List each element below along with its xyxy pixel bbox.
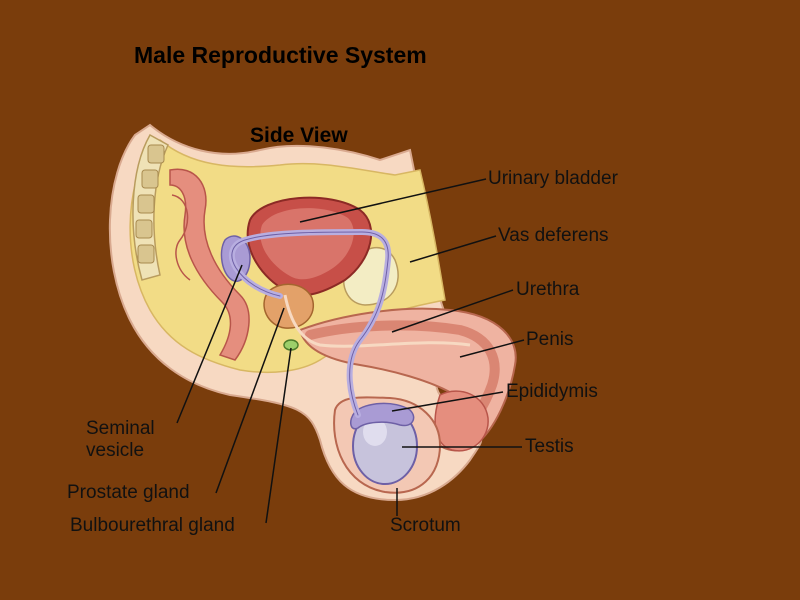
intestine-fold	[171, 194, 191, 281]
label-epididymis: Epididymis	[506, 381, 598, 402]
leader-seminal-vesicle	[176, 264, 243, 424]
label-testis: Testis	[525, 436, 574, 457]
bladder-inner	[260, 208, 354, 280]
label-scrotum: Scrotum	[390, 515, 461, 536]
label-bulbourethral-gland: Bulbourethral gland	[70, 515, 235, 536]
urethra-shape	[283, 294, 471, 348]
leader-urethra	[391, 289, 514, 333]
label-urinary-bladder: Urinary bladder	[488, 168, 618, 189]
vas-deferens-duct-outline	[231, 231, 389, 416]
leader-lines	[176, 178, 525, 524]
leader-penis	[459, 339, 525, 358]
leader-urinary-bladder	[299, 178, 487, 223]
leader-epididymis	[391, 391, 504, 412]
leader-prostate-gland	[215, 307, 285, 494]
testis-highlight	[363, 418, 387, 446]
rectum	[169, 168, 250, 361]
label-prostate-gland: Prostate gland	[67, 482, 190, 503]
leader-bulbourethral-gland	[265, 347, 292, 524]
vertebrae	[135, 144, 165, 264]
label-seminal-vesicle-line1: Seminal	[86, 418, 155, 439]
diagram-title: Male Reproductive System	[134, 42, 427, 68]
label-vas-deferens: Vas deferens	[498, 225, 609, 246]
diagram-subtitle: Side View	[250, 124, 348, 147]
leader-vas-deferens	[409, 235, 497, 263]
glans	[434, 390, 489, 452]
label-urethra: Urethra	[516, 279, 580, 300]
label-penis: Penis	[526, 329, 574, 350]
label-seminal-vesicle: Seminal vesicle	[86, 418, 155, 462]
label-seminal-vesicle-line2: vesicle	[86, 440, 145, 461]
